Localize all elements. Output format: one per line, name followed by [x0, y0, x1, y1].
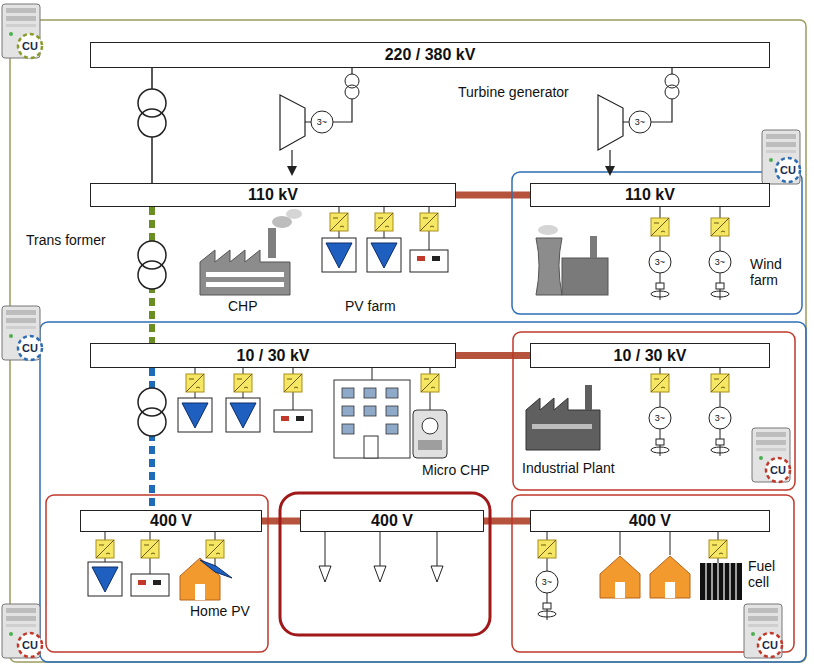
generator-symbol-label: 3~	[635, 117, 645, 127]
component-label: Home PV	[190, 603, 250, 619]
control-unit-label: CU	[22, 639, 38, 652]
generator-symbol-label: 3~	[715, 257, 725, 267]
bus-link	[456, 352, 530, 359]
control-unit-label: CU	[22, 342, 38, 355]
component-label: Trans former	[26, 232, 106, 248]
bus-bar: 110 kV	[90, 183, 456, 207]
component-label: Fuel cell	[748, 558, 788, 590]
bus-label: 110 kV	[248, 186, 298, 204]
control-unit-label: CU	[770, 464, 786, 477]
bus-bar: 220 / 380 kV	[90, 42, 770, 68]
generator-symbol-label: 3~	[655, 413, 665, 423]
bus-label: 10 / 30 kV	[237, 347, 310, 365]
generator-symbol-label: 3~	[715, 413, 725, 423]
bus-link	[456, 192, 530, 199]
component-label: Turbine generator	[458, 84, 569, 100]
bus-label: 110 kV	[625, 186, 675, 204]
bus-label: 220 / 380 kV	[385, 46, 476, 64]
bus-bar: 10 / 30 kV	[530, 343, 770, 368]
bus-bar: 400 V	[530, 510, 770, 532]
control-unit-label: CU	[762, 639, 778, 652]
component-label: Industrial Plant	[522, 460, 615, 476]
component-label: CHP	[228, 298, 258, 314]
bus-bar: 400 V	[300, 510, 484, 532]
generator-symbol-label: 3~	[542, 577, 552, 587]
bus-bar: 10 / 30 kV	[90, 343, 456, 368]
component-label: Wind farm	[750, 256, 790, 288]
generator-symbol-label: 3~	[655, 257, 665, 267]
bus-label: 400 V	[629, 512, 671, 530]
component-label: PV farm	[345, 298, 396, 314]
component-label: Micro CHP	[422, 462, 490, 478]
bus-label: 400 V	[150, 512, 192, 530]
control-unit-label: CU	[22, 40, 38, 53]
bus-label: 400 V	[371, 512, 413, 530]
generator-symbol-label: 3~	[317, 117, 327, 127]
control-unit-label: CU	[780, 164, 796, 177]
bus-bar: 110 kV	[530, 183, 770, 207]
bus-label: 10 / 30 kV	[614, 347, 687, 365]
bus-bar: 400 V	[80, 510, 262, 532]
